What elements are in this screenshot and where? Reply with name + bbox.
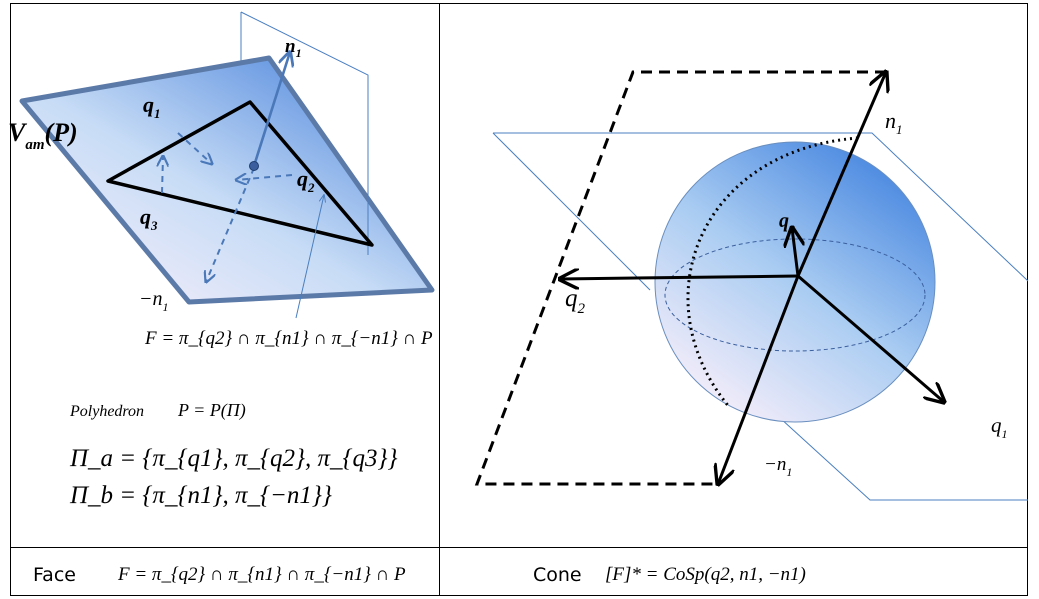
label-q2-right: q2: [565, 285, 586, 317]
label-neg-n1-right: −n1: [764, 454, 792, 479]
arrow-n1-right: [796, 72, 886, 277]
horizontal-plane-outline-lower: [492, 132, 651, 291]
label-q3-right: q3: [779, 210, 795, 236]
arrow-q2-right: [560, 276, 799, 279]
label-q1: q1: [143, 92, 161, 121]
label-q2: q2: [297, 166, 315, 195]
label-n1-right: n1: [885, 108, 903, 137]
dashed-arrow-neg-n1: [206, 167, 255, 282]
caption-cone-formula: [F]* = CoSp(q2, n1, −n1): [605, 564, 806, 585]
right-diagram: n1 q2 q3 q1 −n1: [474, 70, 1029, 501]
polyhedron-word: Polyhedron: [69, 403, 144, 420]
dashed-half-plane: [474, 70, 886, 486]
triangle-face: [106, 100, 374, 247]
label-vam: Vam(P): [8, 118, 78, 153]
label-q3: q3: [140, 204, 158, 233]
label-n1: n1: [285, 36, 302, 60]
label-q1-right: q1: [991, 413, 1008, 441]
caption-face-word: Face: [33, 564, 76, 586]
pi-a-formula: Π_a = {π_{q1}, π_{q2}, π_{q3}}: [69, 445, 397, 472]
captions: Face F = π_{q2} ∩ π_{n1} ∩ π_{−n1} ∩ P C…: [33, 564, 806, 586]
arrow-q3-right: [792, 228, 798, 277]
arrow-q1-right: [797, 274, 944, 402]
polyhedron-formula: P = P(Π): [177, 400, 246, 421]
dashed-arrow-q2: [236, 175, 293, 180]
label-neg-n1: −n1: [139, 288, 169, 314]
sphere-meridian: [686, 136, 859, 409]
right-caption-frame: [439, 547, 1028, 596]
face-formula: F = π_{q2} ∩ π_{n1} ∩ π_{−n1} ∩ P: [144, 328, 433, 349]
horizontal-plane-outline: [493, 132, 1029, 282]
pointer-line: [295, 195, 324, 319]
caption-face-formula: F = π_{q2} ∩ π_{n1} ∩ π_{−n1} ∩ P: [117, 564, 406, 585]
left-diagram: n1 Vam(P) q1 q2 q3 −n1 F = π_{q2} ∩ π_{n…: [8, 11, 435, 509]
caption-cone-word: Cone: [533, 564, 582, 586]
pi-b-formula: Π_b = {π_{n1}, π_{−n1}}: [69, 482, 332, 509]
arrow-neg-n1-right: [718, 275, 800, 484]
center-point: [249, 161, 259, 171]
dashed-arrow-q1: [177, 132, 212, 164]
arrow-n1: [252, 52, 290, 167]
plane-vam: [19, 55, 435, 305]
